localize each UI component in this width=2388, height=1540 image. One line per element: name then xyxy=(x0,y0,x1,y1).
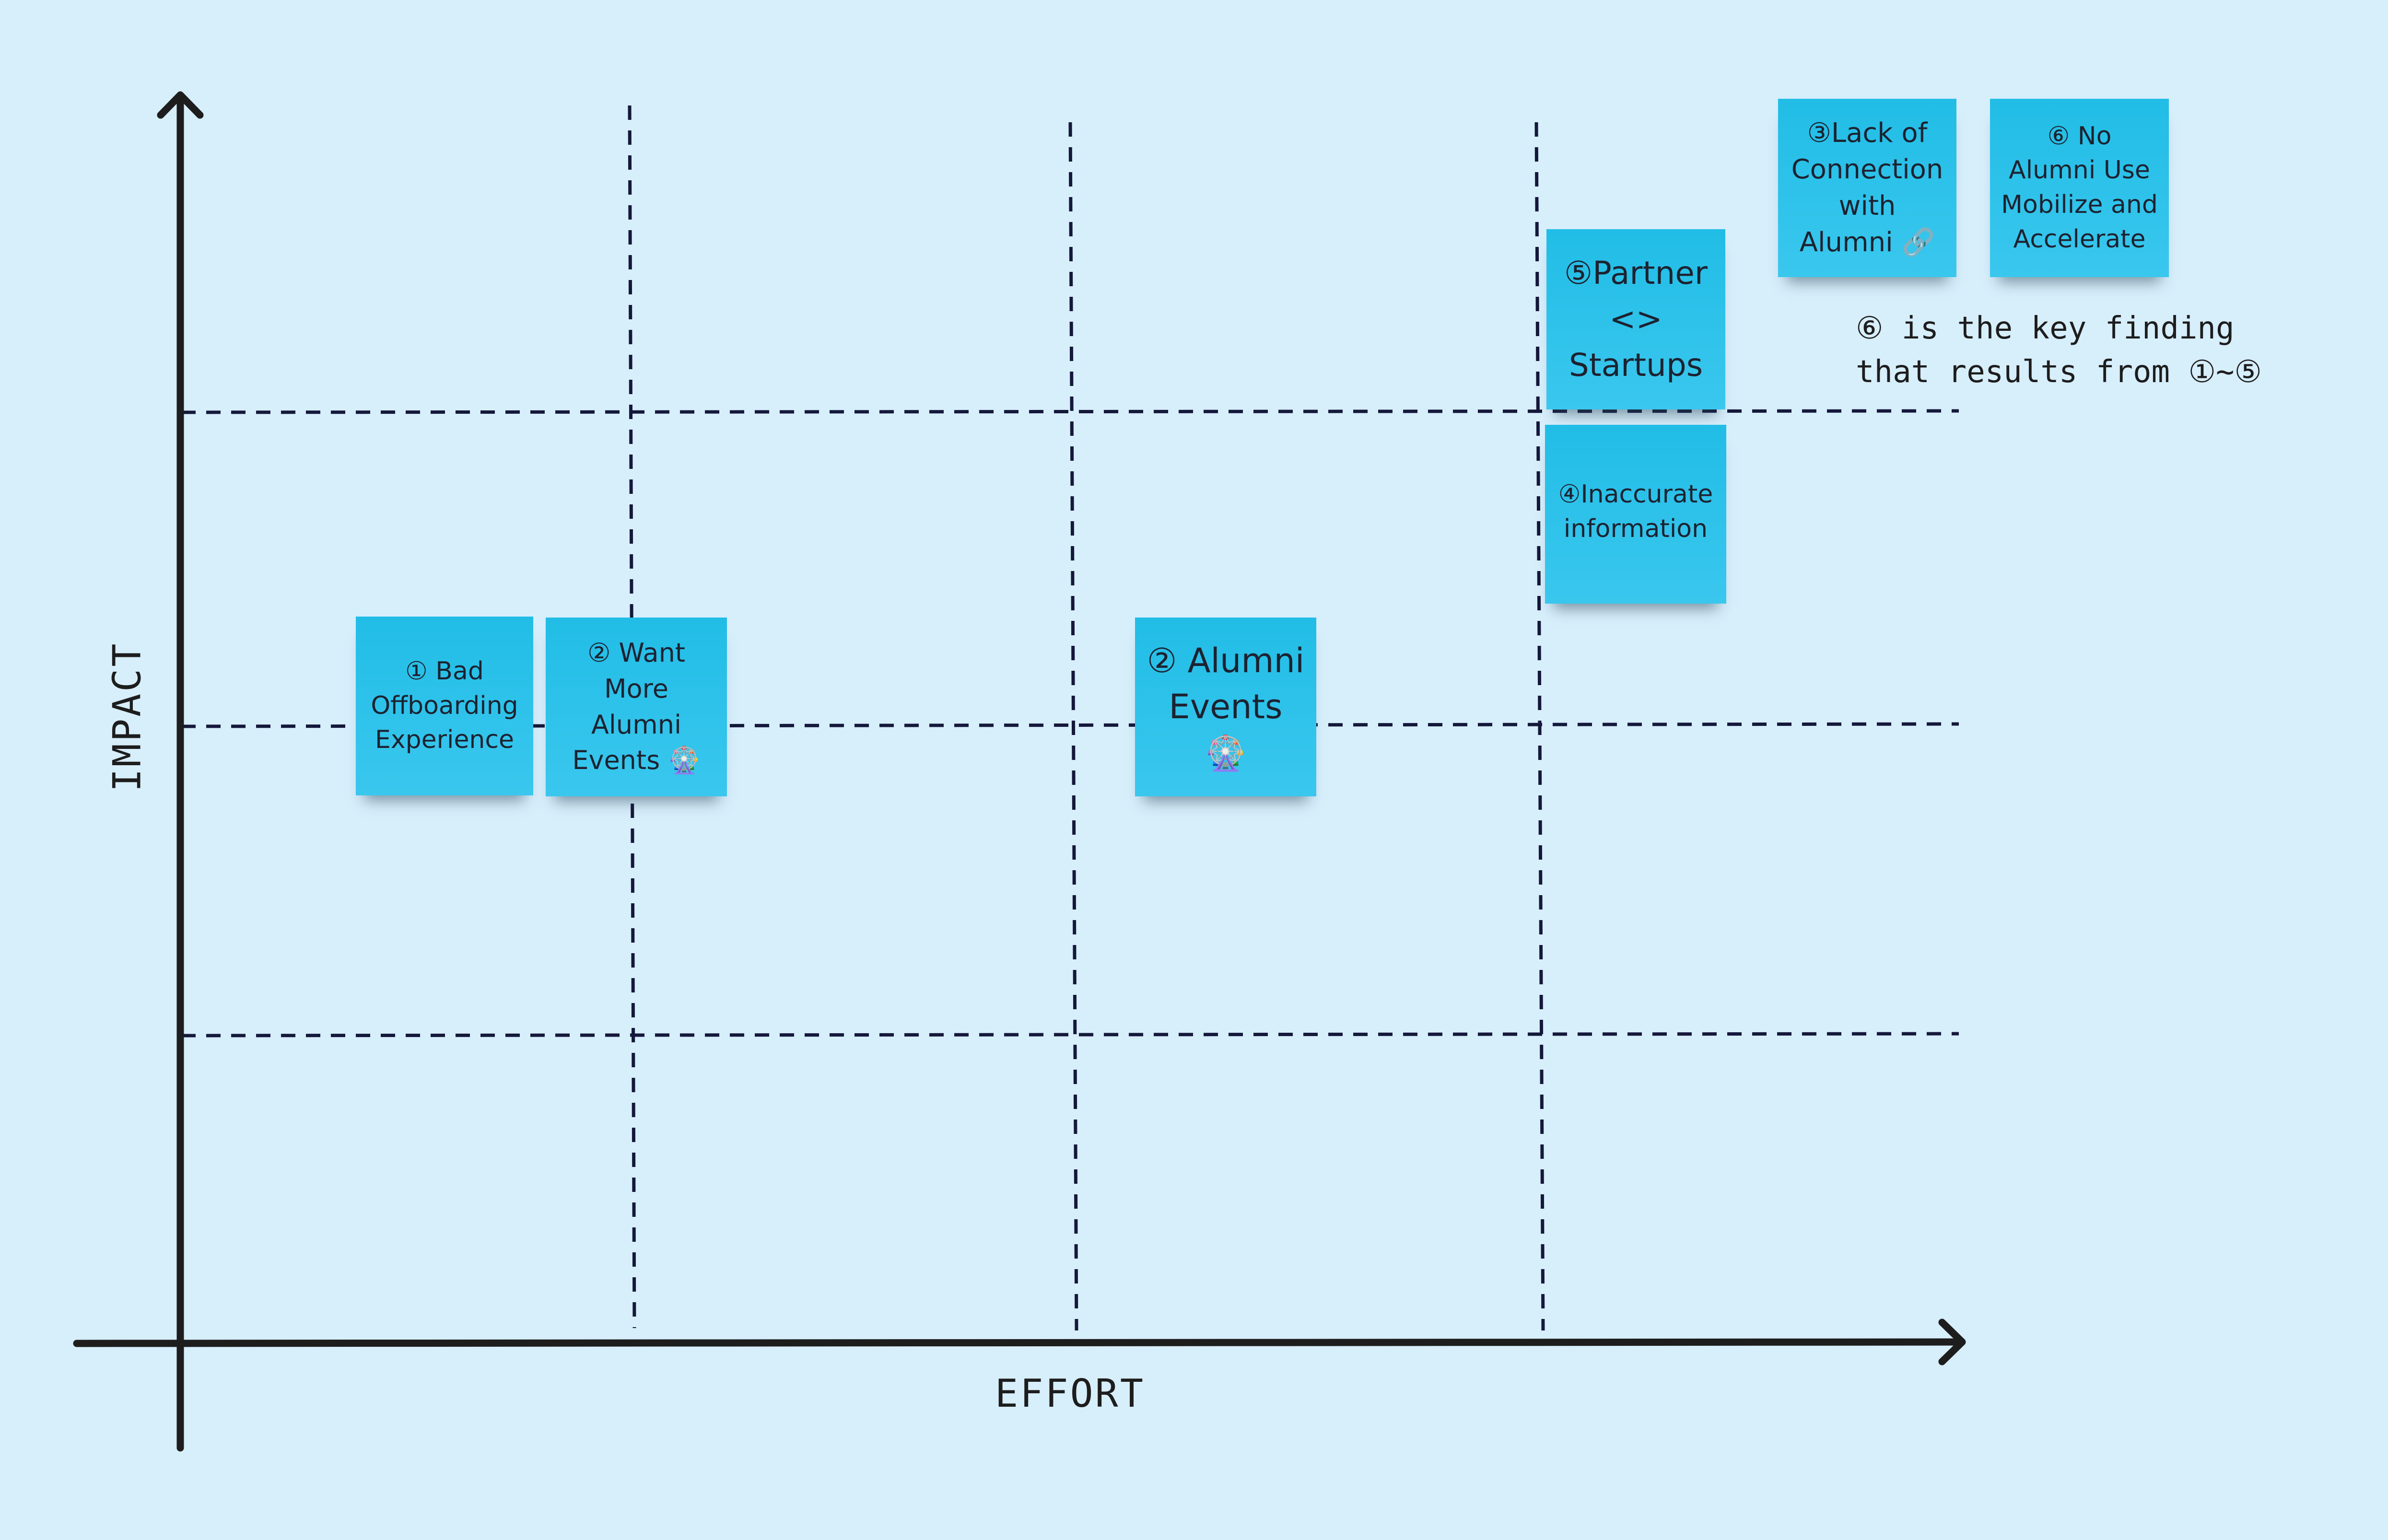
impact-axis-arrowhead xyxy=(157,91,204,119)
y-axis-label: IMPACT xyxy=(105,642,150,792)
x-axis-label: EFFORT xyxy=(995,1371,1145,1416)
sticky-note-text: ⑥ No Alumni Use Mobilize and Accelerate xyxy=(2001,121,2158,254)
key-finding-annotation: ⑥ is the key finding that results from ①… xyxy=(1856,311,2262,390)
sticky-note-bad-offboarding[interactable]: ① Bad Offboarding Experience xyxy=(356,617,533,795)
sticky-note-no-alumni-use[interactable]: ⑥ No Alumni Use Mobilize and Accelerate xyxy=(1990,99,2169,277)
sticky-note-text: ③Lack of Connection with Alumni 🔗 xyxy=(1791,117,1943,258)
sticky-note-text: ① Bad Offboarding Experience xyxy=(371,656,518,755)
sticky-note-text: ④Inaccurate information xyxy=(1558,480,1713,543)
sticky-note-text: ⑤Partner <> Startups xyxy=(1564,255,1708,384)
sticky-note-want-more-alumni-events[interactable]: ② Want More Alumni Events 🎡 xyxy=(546,618,727,796)
grid-line-vertical-3 xyxy=(1534,122,1545,1331)
sticky-note-alumni-events[interactable]: ② Alumni Events 🎡 xyxy=(1135,618,1316,796)
grid-line-vertical-2 xyxy=(1068,122,1078,1331)
effort-axis xyxy=(73,1338,1965,1347)
grid-line-horizontal-middle xyxy=(181,722,1959,728)
sticky-note-partner-startups[interactable]: ⑤Partner <> Startups xyxy=(1546,229,1725,409)
sticky-note-text: ② Alumni Events 🎡 xyxy=(1147,641,1305,773)
sticky-note-inaccurate-information[interactable]: ④Inaccurate information xyxy=(1545,425,1726,604)
effort-axis-arrowhead xyxy=(1938,1318,1966,1365)
sticky-note-text: ② Want More Alumni Events 🎡 xyxy=(572,638,701,776)
grid-line-horizontal-top xyxy=(181,409,1959,414)
sticky-note-lack-of-connection[interactable]: ③Lack of Connection with Alumni 🔗 xyxy=(1778,99,1956,277)
grid-line-horizontal-bottom xyxy=(181,1032,1959,1038)
